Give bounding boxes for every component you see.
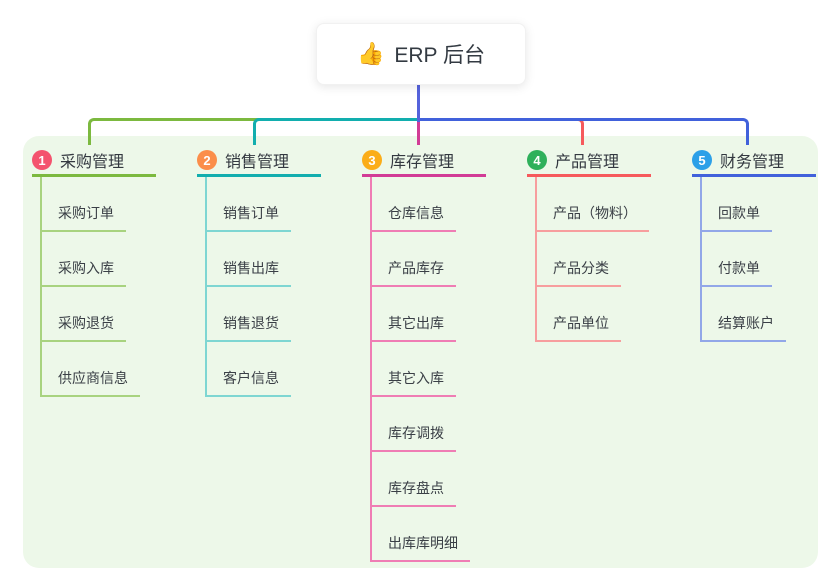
child-node[interactable]: 采购订单 xyxy=(42,177,126,232)
child-node[interactable]: 销售订单 xyxy=(207,177,291,232)
branch-number-badge: 2 xyxy=(197,150,217,170)
branch-label: 财务管理 xyxy=(720,154,785,171)
branch-number-badge: 5 xyxy=(692,150,712,170)
branch-children: 仓库信息产品库存其它出库其它入库库存调拨库存盘点出库库明细 xyxy=(370,177,512,562)
branch-库存管理: 3 库存管理 仓库信息产品库存其它出库其它入库库存调拨库存盘点出库库明细 xyxy=(362,146,512,562)
child-node[interactable]: 付款单 xyxy=(702,232,772,287)
child-node[interactable]: 供应商信息 xyxy=(42,342,140,397)
branch-header[interactable]: 4 产品管理 xyxy=(527,146,651,177)
branch-财务管理: 5 财务管理 回款单付款单结算账户 xyxy=(692,146,839,342)
child-node[interactable]: 产品单位 xyxy=(537,287,621,342)
branch-header[interactable]: 3 库存管理 xyxy=(362,146,486,177)
branch-销售管理: 2 销售管理 销售订单销售出库销售退货客户信息 xyxy=(197,146,347,397)
child-node[interactable]: 采购退货 xyxy=(42,287,126,342)
child-node[interactable]: 库存盘点 xyxy=(372,452,456,507)
child-node[interactable]: 客户信息 xyxy=(207,342,291,397)
child-node[interactable]: 其它出库 xyxy=(372,287,456,342)
branch-header[interactable]: 1 采购管理 xyxy=(32,146,156,177)
child-node[interactable]: 销售退货 xyxy=(207,287,291,342)
branch-产品管理: 4 产品管理 产品（物料）产品分类产品单位 xyxy=(527,146,677,342)
connector-branch-1 xyxy=(88,118,418,145)
branch-children: 回款单付款单结算账户 xyxy=(700,177,839,342)
branch-children: 采购订单采购入库采购退货供应商信息 xyxy=(40,177,182,397)
branch-label: 采购管理 xyxy=(60,154,125,171)
branch-number-badge: 1 xyxy=(32,150,52,170)
connector-branch-2 xyxy=(253,118,418,145)
thumbs-up-icon: 👍 xyxy=(356,41,385,66)
child-node[interactable]: 结算账户 xyxy=(702,287,786,342)
child-node[interactable]: 其它入库 xyxy=(372,342,456,397)
branch-header[interactable]: 2 销售管理 xyxy=(197,146,321,177)
child-node[interactable]: 产品分类 xyxy=(537,232,621,287)
child-node[interactable]: 回款单 xyxy=(702,177,772,232)
connector-root xyxy=(417,83,420,122)
branch-header[interactable]: 5 财务管理 xyxy=(692,146,816,177)
connector-branch-3 xyxy=(417,122,420,145)
branch-采购管理: 1 采购管理 采购订单采购入库采购退货供应商信息 xyxy=(32,146,182,397)
branch-number-badge: 4 xyxy=(527,150,547,170)
connector-branch-5 xyxy=(418,118,749,145)
child-node[interactable]: 产品（物料） xyxy=(537,177,649,232)
child-node[interactable]: 采购入库 xyxy=(42,232,126,287)
child-node[interactable]: 产品库存 xyxy=(372,232,456,287)
root-node-label: ERP 后台 xyxy=(394,44,486,67)
child-node[interactable]: 出库库明细 xyxy=(372,507,470,562)
branch-label: 库存管理 xyxy=(390,154,455,171)
branch-label: 销售管理 xyxy=(225,154,290,171)
child-node[interactable]: 仓库信息 xyxy=(372,177,456,232)
child-node[interactable]: 销售出库 xyxy=(207,232,291,287)
branch-number-badge: 3 xyxy=(362,150,382,170)
child-node[interactable]: 库存调拨 xyxy=(372,397,456,452)
root-node[interactable]: 👍 ERP 后台 xyxy=(316,23,526,85)
branch-label: 产品管理 xyxy=(555,154,620,171)
branch-children: 产品（物料）产品分类产品单位 xyxy=(535,177,677,342)
branch-children: 销售订单销售出库销售退货客户信息 xyxy=(205,177,347,397)
branches-panel xyxy=(23,136,818,568)
